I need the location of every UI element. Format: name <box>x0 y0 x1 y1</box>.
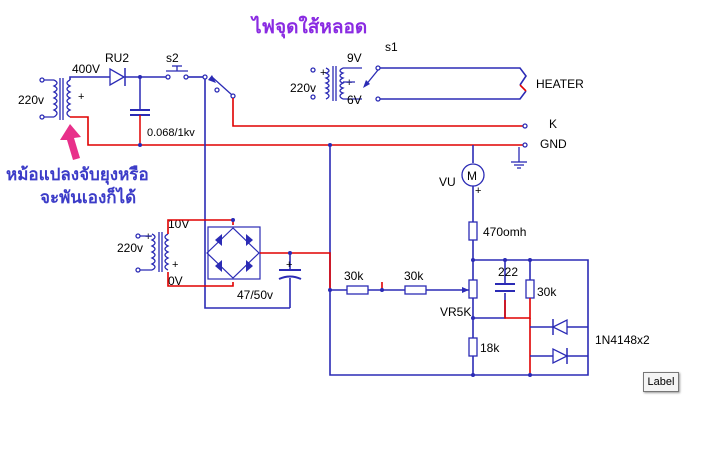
bridge-rectifier <box>206 226 261 280</box>
resistor-30k-b-label: 30k <box>404 269 424 283</box>
heater-9v-label: 9V <box>347 51 362 65</box>
diode-ru2 <box>109 67 126 87</box>
filter-capacitor-label: 47/50v <box>237 288 273 302</box>
bridge-positive-wire <box>260 252 331 290</box>
vu-meter-label: VU <box>439 175 456 189</box>
hv-transformer-output-label: 400V <box>72 62 100 76</box>
heater-wire-bottom <box>380 90 527 100</box>
cathode-wire <box>232 98 525 127</box>
lv-10v-label: 10V <box>168 217 189 231</box>
svg-text:+: + <box>346 77 352 89</box>
switch-s2-label: s2 <box>166 51 179 65</box>
resistor-30k-a <box>346 285 369 295</box>
diode-pair-1n4148 <box>551 318 569 365</box>
resistor-18k-label: 18k <box>480 341 500 355</box>
vr5k-label: VR5K <box>440 305 471 319</box>
svg-text:+: + <box>320 67 326 79</box>
hv-transformer: + <box>39 77 84 120</box>
lv-bottom-wire <box>167 272 234 287</box>
junction-dots <box>138 75 532 377</box>
ground-wire <box>70 116 525 146</box>
transformer-note-line1: หม้อแปลงจับยุงหรือ <box>6 164 149 185</box>
lv-0v-label: 0V <box>168 274 183 288</box>
label-button[interactable]: Label <box>643 372 679 392</box>
resistor-30k-right <box>525 279 535 299</box>
resistor-30k-b <box>404 285 427 295</box>
svg-text:+: + <box>172 259 178 271</box>
resistor-470-label: 470omh <box>483 225 526 239</box>
selector-switch <box>202 74 236 99</box>
ground-terminal <box>522 142 528 148</box>
svg-text:+: + <box>145 231 151 243</box>
switch-s1 <box>363 65 381 102</box>
heater-6v-label: 6V <box>347 93 362 107</box>
diode-ru2-label: RU2 <box>105 51 129 65</box>
r30k-red-wire <box>504 298 531 319</box>
diagram-title: ไฟจุดใส้หลอด <box>250 15 367 39</box>
hv-wire-top <box>69 76 110 80</box>
filter-capacitor: + <box>278 259 302 280</box>
meter-plus-label: + <box>475 185 481 197</box>
diode-pair-label: 1N4148x2 <box>595 333 650 347</box>
hv-transformer-input-label: 220v <box>18 93 44 107</box>
heater-label: HEATER <box>536 77 584 91</box>
cathode-terminal <box>522 123 528 129</box>
capacitor-hv-label: 0.068/1kv <box>147 127 195 139</box>
resistor-30k-right-label: 30k <box>537 285 557 299</box>
pointer-arrow-icon <box>60 124 81 160</box>
potentiometer-vr5k <box>468 279 478 299</box>
transformer-note-line2: จะพันเองก็ได้ <box>40 185 136 208</box>
resistor-18k <box>468 337 478 357</box>
heater-wire-top <box>380 67 527 86</box>
lv-top-wire <box>167 219 234 234</box>
switch-s1-label: s1 <box>385 40 398 54</box>
resistor-30k-a-label: 30k <box>344 269 364 283</box>
capacitor-hv <box>130 77 150 145</box>
lv-transformer: + + <box>135 231 178 273</box>
heater-transformer: + + <box>310 66 362 101</box>
ground-icon <box>511 147 527 169</box>
svg-text:+: + <box>78 91 84 103</box>
switch-s2 <box>165 65 189 80</box>
ground-bus-wire <box>329 145 589 376</box>
resistor-470 <box>468 221 478 241</box>
cap222-label: 222 <box>498 265 518 279</box>
cathode-label: K <box>549 117 557 131</box>
lv-transformer-input-label: 220v <box>117 241 143 255</box>
meter-symbol: M <box>467 169 477 183</box>
svg-text:+: + <box>286 259 292 271</box>
wiper-arrow-icon <box>462 287 469 293</box>
selector-return-wire <box>204 79 290 309</box>
heater-transformer-input-label: 220v <box>290 81 316 95</box>
ground-label: GND <box>540 137 567 151</box>
